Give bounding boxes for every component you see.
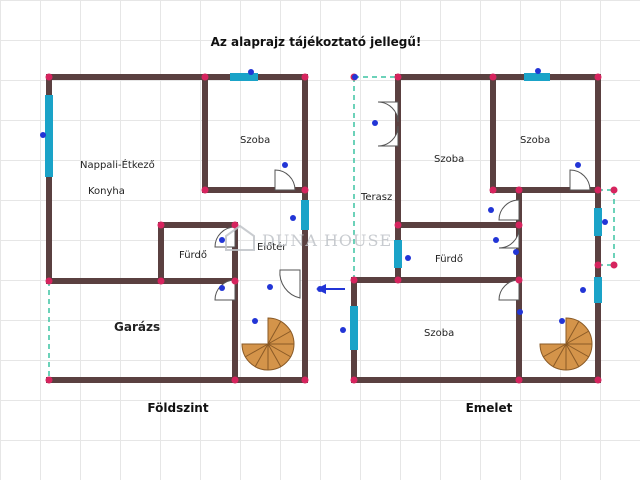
room-label-room-left: Szoba: [434, 154, 464, 165]
room-label-living: Nappali-Étkező: [80, 158, 155, 171]
upper-floor-walls: [351, 74, 601, 383]
watermark-text: DUNA HOUSE: [262, 231, 392, 250]
room-label-room: Szoba: [240, 135, 270, 146]
upper-floor-label: Emelet: [466, 401, 513, 415]
house-logo-icon: [225, 224, 255, 251]
room-label-room-bottom: Szoba: [424, 328, 454, 339]
upper-floor-markers: [340, 68, 608, 333]
upper-floor-windows: [350, 73, 602, 350]
room-label-bathroom: Fürdő: [179, 249, 207, 261]
room-label-terrace: Terasz: [360, 192, 392, 203]
room-label-room-right: Szoba: [520, 135, 550, 146]
ground-floor-label: Földszint: [147, 401, 208, 415]
ground-floor-markers: [40, 69, 296, 324]
stair-link-arrow-icon: [316, 284, 345, 294]
upper-spiral-stair: [539, 317, 593, 371]
room-label-garage: Garázs: [114, 320, 160, 334]
ground-spiral-stair: [241, 317, 295, 371]
room-label-bathroom-upper: Fürdő: [435, 253, 463, 265]
room-label-kitchen: Konyha: [88, 186, 125, 197]
duna-house-watermark: DUNA HOUSE: [225, 224, 392, 251]
ground-floor-walls: [46, 74, 308, 383]
ground-floor-windows: [45, 73, 309, 230]
upper-floor-plan: Szoba Szoba Terasz Fürdő Szoba: [340, 68, 618, 384]
room-label-hall: Előtér: [257, 241, 287, 253]
upper-floor-doors: [377, 101, 591, 301]
ground-floor-plan: Nappali-Étkező Konyha Szoba Fürdő Előtér…: [40, 69, 309, 384]
disclaimer-title: Az alaprajz tájékoztató jellegű!: [211, 35, 422, 49]
ground-floor-corner-nodes: [45, 73, 309, 384]
